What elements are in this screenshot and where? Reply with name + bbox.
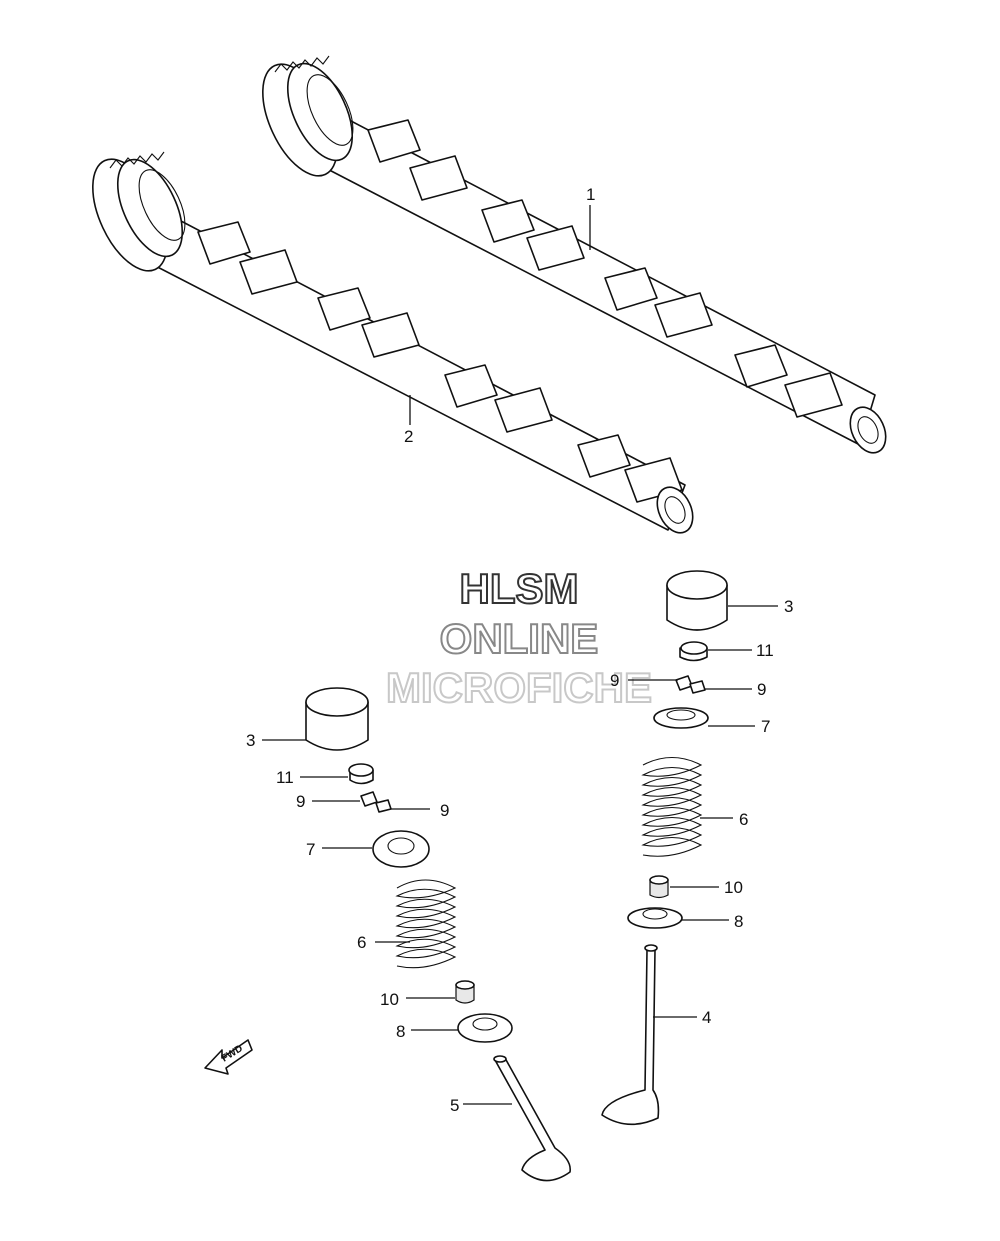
retainer-left[interactable] xyxy=(372,830,430,868)
watermark: HLSM ONLINE MICROFICHE xyxy=(385,564,653,712)
tappet-right[interactable] xyxy=(666,570,728,631)
camshaft-upper[interactable] xyxy=(247,53,892,459)
fwd-arrow-icon: FWD xyxy=(204,1039,253,1075)
callout-6l: 6 xyxy=(357,933,366,952)
callout-10r: 10 xyxy=(724,878,743,897)
spring-seat-left[interactable] xyxy=(457,1013,513,1043)
callout-10l: 10 xyxy=(380,990,399,1009)
callout-9r1: 9 xyxy=(610,671,619,690)
callout-8r: 8 xyxy=(734,912,743,931)
valve-left[interactable] xyxy=(493,1055,572,1182)
cotters-left[interactable] xyxy=(360,791,392,813)
retainer-right[interactable] xyxy=(653,707,709,729)
valve-right[interactable] xyxy=(601,944,660,1126)
callout-labels: 1 2 3 11 9 9 7 6 10 8 4 3 11 9 9 7 6 10 … xyxy=(246,185,793,1115)
callout-5: 5 xyxy=(450,1096,459,1115)
callout-11r: 11 xyxy=(756,641,774,660)
callout-3l: 3 xyxy=(246,731,255,750)
watermark-line2: ONLINE xyxy=(440,615,599,662)
callout-6r: 6 xyxy=(739,810,748,829)
spring-right[interactable] xyxy=(641,756,703,857)
callout-2: 2 xyxy=(404,427,413,446)
callout-11l: 11 xyxy=(276,768,294,787)
cotters-right[interactable] xyxy=(675,675,706,694)
watermark-line3: MICROFICHE xyxy=(386,664,652,711)
spring-left[interactable] xyxy=(395,879,457,969)
leader-lines xyxy=(262,205,778,1105)
callout-9l2: 9 xyxy=(440,801,449,820)
stem-seal-right[interactable] xyxy=(649,875,669,899)
tappet-left[interactable] xyxy=(305,687,369,751)
spring-seat-right[interactable] xyxy=(627,907,683,929)
shim-left[interactable] xyxy=(348,763,374,785)
callout-1: 1 xyxy=(586,185,595,204)
callout-4: 4 xyxy=(702,1008,711,1027)
callout-9l1: 9 xyxy=(296,792,305,811)
watermark-line1: HLSM xyxy=(460,565,579,612)
callout-3r: 3 xyxy=(784,597,793,616)
camshaft-lower[interactable] xyxy=(77,148,699,539)
stem-seal-left[interactable] xyxy=(455,980,475,1004)
callout-8l: 8 xyxy=(396,1022,405,1041)
callout-7l: 7 xyxy=(306,840,315,859)
callout-9r2: 9 xyxy=(757,680,766,699)
callout-7r: 7 xyxy=(761,717,770,736)
shim-right[interactable] xyxy=(679,641,708,662)
